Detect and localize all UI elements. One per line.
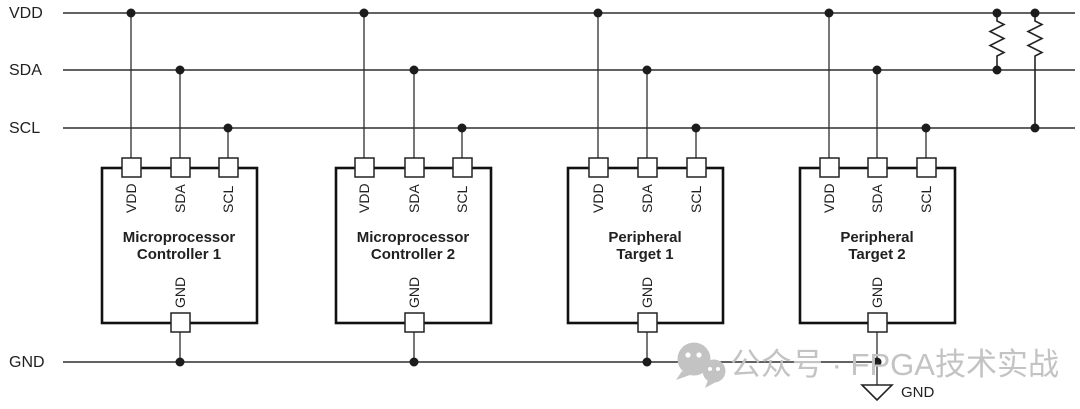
pin-label-gnd: GND [172,277,188,308]
pin-box-scl [916,157,937,178]
junction-dot [642,357,652,367]
wechat-eye [708,367,712,371]
junction-dot [175,357,185,367]
pin-box-gnd [404,312,425,333]
wechat-eye [716,367,720,371]
pin-label-scl: SCL [918,186,934,213]
device-title-line2: Controller 2 [371,246,455,263]
junction-dot [992,65,1002,75]
wechat-bubble-small [702,359,726,383]
watermark-text: 公众号 · FPGA技术实战 [730,347,1059,382]
device-peripheral-target-1: VDD SDA SCL Peripheral Target 1 GND [566,8,725,367]
junction-dot [175,65,185,75]
wechat-bubble-large-tail [676,371,690,380]
pin-label-scl: SCL [220,186,236,213]
device-title-line1: Peripheral [840,229,913,246]
junction-dot [593,8,603,18]
device-title-line1: Microprocessor [357,229,470,246]
junction-dot [921,123,931,133]
bus-label-sda: SDA [9,62,42,79]
junction-dot [824,8,834,18]
wechat-bubble-small-tail [705,380,716,388]
pin-box-gnd [170,312,191,333]
wechat-eye [685,352,691,358]
pin-label-vdd: VDD [821,183,837,213]
pin-label-sda: SDA [172,184,188,213]
bus-gnd: GND [9,354,877,371]
junction-dot [1030,123,1040,133]
pin-box-vdd [819,157,840,178]
pullup-resistor-sda [988,8,1006,75]
device-title-line2: Target 2 [848,246,905,263]
device-microprocessor-controller-2: VDD SDA SCL Microprocessor Controller 2 … [334,8,493,367]
junction-dot [223,123,233,133]
pin-label-sda: SDA [869,184,885,213]
bus-vdd: VDD [9,5,1075,22]
pin-label-sda: SDA [406,184,422,213]
pin-box-sda [170,157,191,178]
device-title-line2: Controller 1 [137,246,221,263]
pin-label-scl: SCL [454,186,470,213]
junction-dot [691,123,701,133]
junction-dot [126,8,136,18]
pin-box-sda [404,157,425,178]
bus-scl: SCL [9,120,1075,137]
device-title-line2: Target 1 [616,246,673,263]
wechat-bubble-large [677,342,711,376]
pullup-resistor-scl [1026,8,1044,133]
bus-sda: SDA [9,62,1075,79]
junction-dot [642,65,652,75]
bus-label-scl: SCL [9,120,40,137]
bus-label-vdd: VDD [9,5,43,22]
junction-dot [1030,8,1040,18]
junction-dot [359,8,369,18]
bus-label-gnd: GND [9,354,45,371]
junction-dot [992,8,1002,18]
pin-box-gnd [867,312,888,333]
pin-label-gnd: GND [406,277,422,308]
device-box [566,166,725,325]
junction-dot [872,65,882,75]
pin-label-gnd: GND [639,277,655,308]
pin-label-vdd: VDD [123,183,139,213]
device-peripheral-target-2: VDD SDA SCL Peripheral Target 2 GND [798,8,957,367]
watermark: 公众号 · FPGA技术实战 [676,342,1059,388]
ground-triangle-icon [860,384,894,402]
pin-box-sda [867,157,888,178]
pin-box-vdd [588,157,609,178]
pin-label-scl: SCL [688,186,704,213]
pin-box-vdd [354,157,375,178]
device-microprocessor-controller-1: VDD SDA SCL Microprocessor Controller 1 … [100,8,259,367]
pin-box-sda [637,157,658,178]
pin-box-vdd [121,157,142,178]
device-title-line1: Microprocessor [123,229,236,246]
ground-symbol: GND [860,362,935,402]
pin-label-vdd: VDD [356,183,372,213]
junction-dot [409,65,419,75]
pin-box-scl [686,157,707,178]
junction-dot [457,123,467,133]
pin-label-sda: SDA [639,184,655,213]
pin-box-scl [452,157,473,178]
device-box [334,166,493,325]
pin-box-gnd [637,312,658,333]
pin-box-scl [218,157,239,178]
resistor-icon [1026,13,1044,128]
pin-label-gnd: GND [869,277,885,308]
ground-symbol-label: GND [901,384,935,401]
junction-dot [409,357,419,367]
wechat-icon [676,342,726,388]
wechat-eye [696,352,702,358]
resistor-icon [988,13,1006,70]
pin-label-vdd: VDD [590,183,606,213]
device-title-line1: Peripheral [608,229,681,246]
